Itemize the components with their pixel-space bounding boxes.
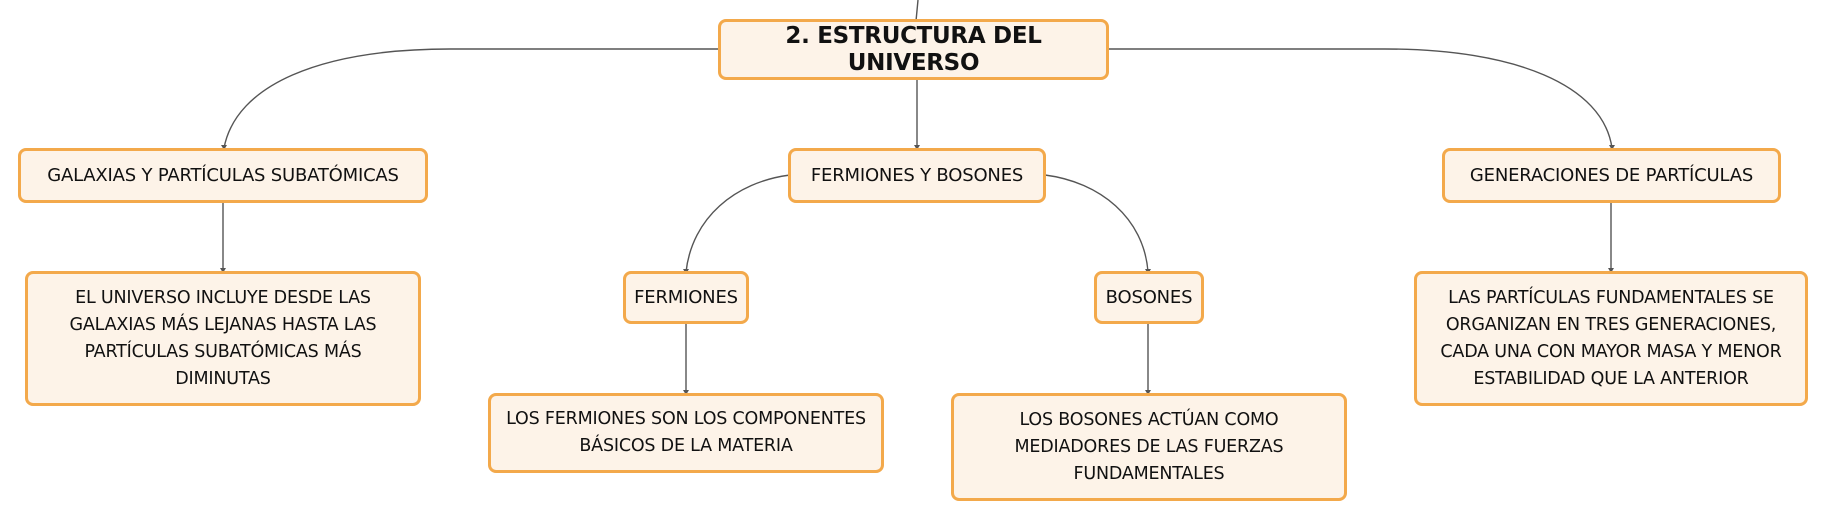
bosones-detail-text: LOS BOSONES ACTÚAN COMO MEDIADORES DE LA… — [1014, 409, 1284, 484]
topic-galaxias-node[interactable]: GALAXIAS Y PARTÍCULAS SUBATÓMICAS — [18, 148, 428, 203]
topic-fermiones-bosones-node[interactable]: FERMIONES Y BOSONES — [788, 148, 1046, 203]
topic-bosones-node[interactable]: BOSONES — [1094, 271, 1204, 324]
connector-fb-bosones — [1044, 174, 1149, 273]
topic-fermiones-label: FERMIONES — [634, 287, 738, 308]
topic-generaciones-label: GENERACIONES DE PARTÍCULAS — [1469, 165, 1754, 186]
connector-root-galaxias — [223, 48, 720, 149]
arrowhead-fermiones-detail — [683, 390, 689, 395]
root-topic-label: 2. ESTRUCTURA DEL UNIVERSO — [785, 22, 1042, 76]
generaciones-detail-text: LAS PARTÍCULAS FUNDAMENTALES SE ORGANIZA… — [1440, 287, 1782, 389]
fermiones-detail-node[interactable]: LOS FERMIONES SON LOS COMPONENTES BÁSICO… — [488, 393, 884, 473]
arrowhead-generaciones — [1609, 145, 1615, 150]
connector-root-incoming — [915, 0, 919, 22]
galaxias-detail-text: EL UNIVERSO INCLUYE DESDE LAS GALAXIAS M… — [69, 287, 377, 389]
bosones-detail-node[interactable]: LOS BOSONES ACTÚAN COMO MEDIADORES DE LA… — [951, 393, 1347, 501]
galaxias-detail-node[interactable]: EL UNIVERSO INCLUYE DESDE LAS GALAXIAS M… — [25, 271, 421, 406]
fermiones-detail-text: LOS FERMIONES SON LOS COMPONENTES BÁSICO… — [506, 409, 866, 456]
arrowhead-galaxias-detail — [220, 268, 226, 273]
arrowhead-galaxias — [221, 145, 227, 150]
topic-fermiones-bosones-label: FERMIONES Y BOSONES — [810, 165, 1024, 186]
arrowhead-bosones-detail — [1145, 390, 1151, 395]
generaciones-detail-node[interactable]: LAS PARTÍCULAS FUNDAMENTALES SE ORGANIZA… — [1414, 271, 1808, 406]
arrowhead-fermiones-bosones — [914, 145, 920, 150]
arrowhead-generaciones-detail — [1608, 268, 1614, 273]
root-topic-node[interactable]: 2. ESTRUCTURA DEL UNIVERSO — [718, 19, 1109, 80]
topic-generaciones-node[interactable]: GENERACIONES DE PARTÍCULAS — [1442, 148, 1781, 203]
connector-root-generaciones — [1107, 48, 1613, 149]
topic-fermiones-node[interactable]: FERMIONES — [623, 271, 749, 324]
topic-bosones-label: BOSONES — [1105, 287, 1193, 308]
connector-fb-fermiones — [685, 174, 791, 273]
topic-galaxias-label: GALAXIAS Y PARTÍCULAS SUBATÓMICAS — [47, 165, 399, 186]
